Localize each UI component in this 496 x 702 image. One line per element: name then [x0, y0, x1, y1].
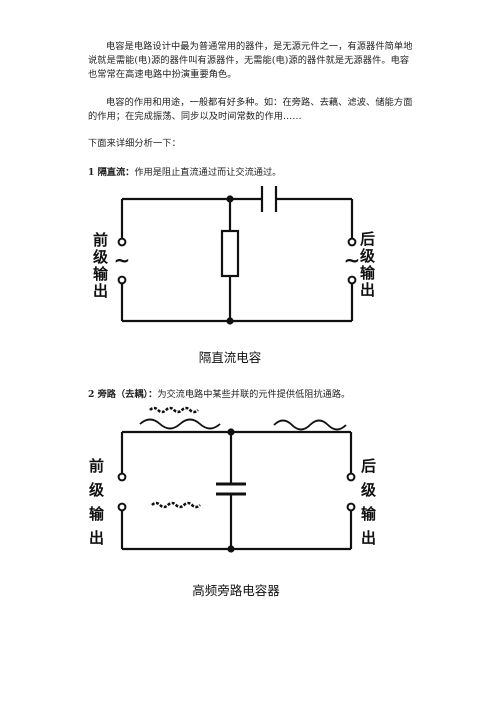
label-char: 输 — [360, 264, 376, 282]
label-char: 出 — [93, 282, 108, 300]
bypass-noise-waves — [139, 406, 347, 509]
label-char: 出 — [361, 529, 376, 547]
bypass-junctions — [227, 428, 235, 553]
diagram-2-caption: 高频旁路电容器 — [192, 583, 280, 598]
label-char: 输 — [361, 505, 377, 523]
label-char: 输 — [93, 265, 109, 283]
label-char: 前 — [89, 457, 104, 475]
intro-paragraph-3: 下面来详细分析一下： — [88, 138, 181, 149]
dc-blocking-terminals — [117, 237, 357, 285]
label-char: 出 — [360, 281, 375, 299]
section-1-heading: 1 隔直流：作用是阻止直流通过而让交流通过。 — [88, 166, 281, 180]
left-ac-symbol: ∼ — [114, 248, 131, 272]
dc-blocking-circuit-wires — [120, 186, 354, 323]
label-char: 级 — [93, 248, 109, 266]
right-ac-symbol: ∼ — [344, 248, 361, 272]
diagram-1-left-label: 前 级 输 出 — [93, 231, 109, 300]
intro-paragraph-1: 电容是电路设计中最为普通常用的器件，是无源元件之一，有源器件简单地说就是需能(电… — [88, 41, 413, 81]
diagram-2-left-label: 前 级 输 出 — [89, 457, 105, 547]
label-char: 后 — [360, 230, 375, 248]
bypass-terminals — [117, 472, 356, 512]
section-2-description: 为交流电路中某些并联的元件提供低阻抗通路。 — [157, 389, 351, 400]
label-char: 级 — [89, 481, 105, 499]
section-1-title: 1 隔直流： — [88, 167, 135, 178]
dc-blocking-junctions — [226, 195, 234, 325]
diagram-1-caption: 隔直流电容 — [199, 350, 262, 365]
intro-paragraph-2: 电容的作用和用途，一般都有好多种。如：在旁路、去藕、滤波、储能方面的作用；在完成… — [88, 97, 413, 123]
diagram-1-right-label: 后 级 输 出 — [360, 230, 376, 299]
bypass-circuit-wires — [120, 430, 353, 551]
label-char: 级 — [361, 481, 377, 499]
label-char: 输 — [89, 505, 105, 523]
section-2-title: 2 旁路（去耦）： — [88, 389, 158, 400]
label-char: 前 — [93, 231, 108, 249]
label-char: 出 — [89, 529, 104, 547]
diagram-2-right-label: 后 级 输 出 — [361, 457, 377, 547]
label-char: 级 — [360, 247, 376, 265]
label-char: 后 — [361, 457, 376, 475]
section-1-description: 作用是阻止直流通过而让交流通过。 — [134, 167, 282, 178]
section-2-heading: 2 旁路（去耦）：为交流电路中某些并联的元件提供低阻抗通路。 — [88, 388, 350, 402]
